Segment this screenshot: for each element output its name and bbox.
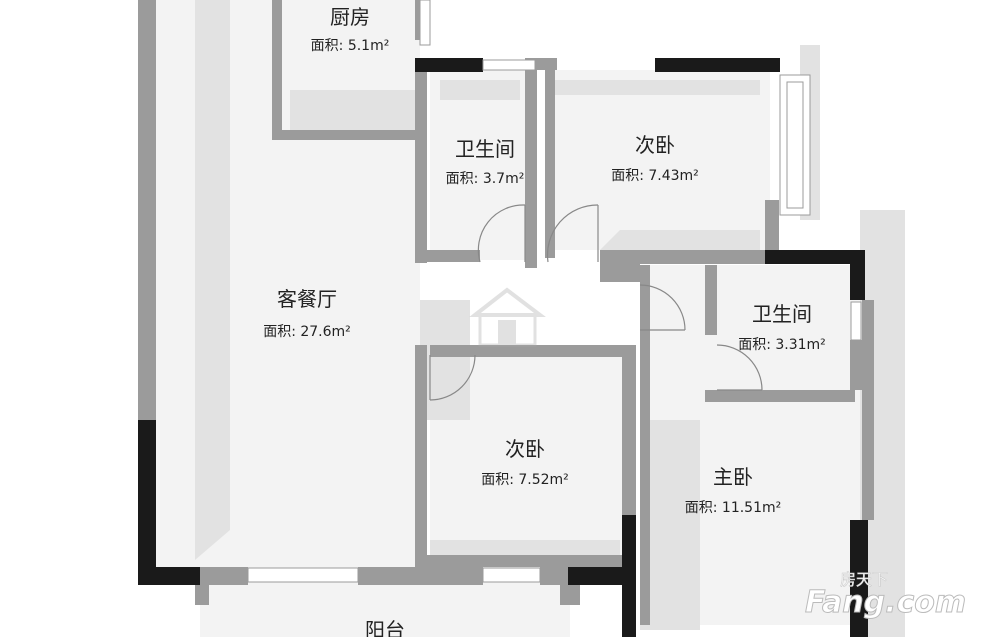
windows <box>247 0 862 583</box>
walls-structural <box>138 58 868 637</box>
walls <box>138 0 874 625</box>
bath1-area: 面积: 3.7m² <box>446 171 525 187</box>
doors <box>429 204 763 401</box>
center-watermark-logo <box>469 287 546 347</box>
bath1-name: 卫生间 <box>455 137 515 161</box>
bed2b-area: 面积: 7.52m² <box>481 472 569 488</box>
watermark-brand-en: Fang.com <box>805 585 966 620</box>
bath2-name: 卫生间 <box>752 302 812 326</box>
master-name: 主卧 <box>713 465 753 489</box>
kitchen-name: 厨房 <box>330 5 370 29</box>
room-labels: 厨房 面积: 5.1m² 卫生间 面积: 3.7m² 次卧 面积: 7.43m²… <box>263 5 826 637</box>
master-area: 面积: 11.51m² <box>685 500 782 516</box>
bed2b-name: 次卧 <box>505 437 545 461</box>
bed2a-area: 面积: 7.43m² <box>611 168 699 184</box>
living-area: 面积: 27.6m² <box>263 324 351 340</box>
living-name: 客餐厅 <box>277 287 337 311</box>
kitchen-area: 面积: 5.1m² <box>311 38 390 54</box>
bath2-area: 面积: 3.31m² <box>738 337 826 353</box>
bed2a-name: 次卧 <box>635 133 675 157</box>
brand-watermark: 房天下 Fang.com <box>805 570 967 621</box>
balcony-name: 阳台 <box>365 618 405 637</box>
watermark-brand-cn: 房天下 <box>840 570 888 589</box>
shadow-areas <box>195 0 905 637</box>
